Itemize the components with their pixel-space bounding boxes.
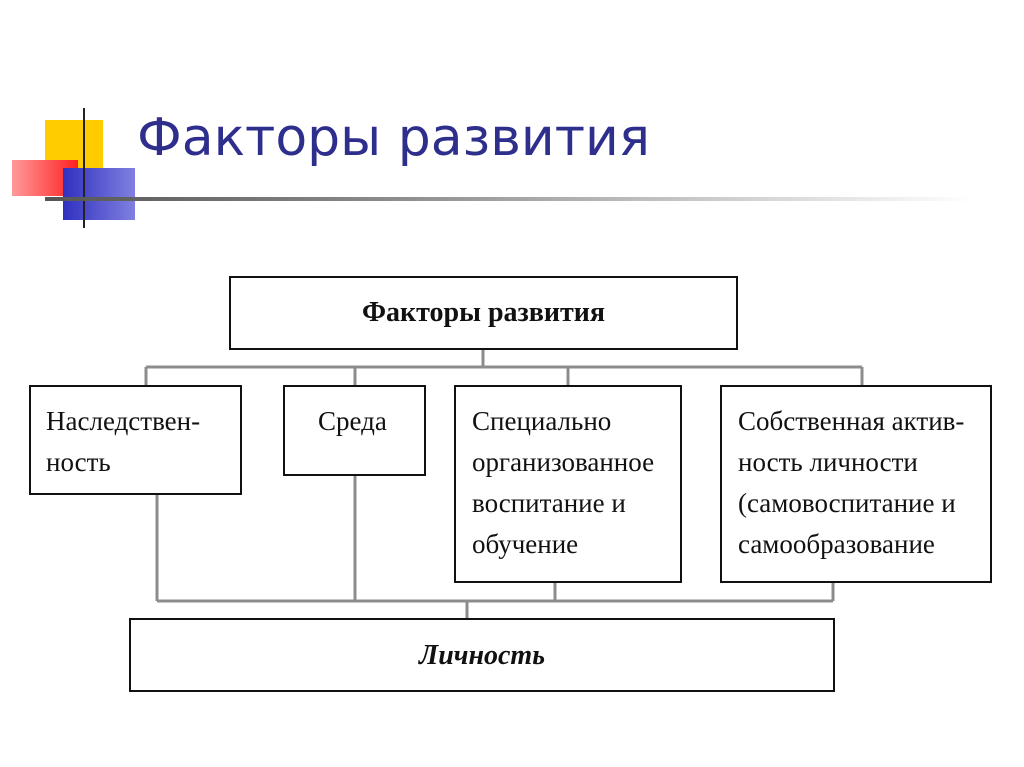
factor-environment-box: Среда [283, 385, 426, 476]
factor-self-activity-line-4: самообразование [738, 529, 935, 559]
result-label: Личность [418, 640, 546, 671]
factor-education-line-1: Специально [472, 406, 612, 436]
factor-heredity-line-2: ность [46, 447, 111, 477]
factor-heredity-line-1: Наследствен- [46, 406, 201, 436]
result-box: Личность [129, 618, 835, 692]
factor-environment-line-1: Среда [318, 406, 387, 436]
factor-heredity-box: Наследствен- ность [29, 385, 242, 495]
factor-education-box: Специально организованное воспитание и о… [454, 385, 682, 583]
root-label: Факторы развития [361, 297, 606, 328]
factor-education-line-4: обучение [472, 529, 579, 559]
factor-education-line-3: воспитание и [472, 488, 626, 518]
title-underline [45, 197, 975, 201]
factor-self-activity-line-1: Собственная актив- [738, 406, 965, 436]
blue-square [63, 168, 135, 220]
slide-title: Факторы развития [137, 108, 651, 168]
factor-education-line-2: организованное [472, 447, 655, 477]
factor-self-activity-line-3: (самовоспитание и [738, 488, 956, 518]
root-box: Факторы развития [229, 276, 738, 350]
factor-self-activity-line-2: ность личности [738, 447, 918, 477]
factor-self-activity-box: Собственная актив- ность личности (самов… [720, 385, 992, 583]
